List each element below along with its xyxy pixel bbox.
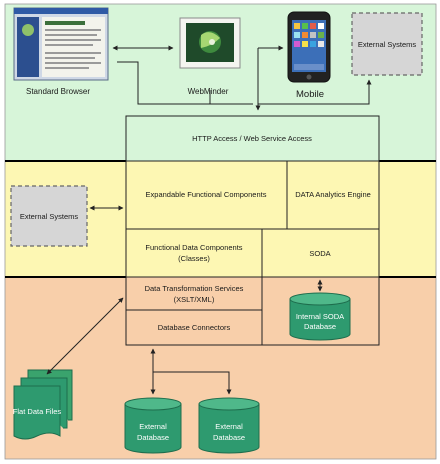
http-access-label: HTTP Access / Web Service Access (192, 134, 312, 143)
data-transformation-box (125, 276, 263, 311)
analytics-engine-label: DATA Analytics Engine (295, 190, 371, 199)
database-connectors-label: Database Connectors (158, 323, 231, 332)
functional-data-label-1: Functional Data Components (145, 243, 242, 252)
external-database-2-icon (198, 397, 260, 454)
external-database-1-label-2: Database (137, 433, 169, 442)
functional-data-box (125, 228, 263, 278)
expandable-components-box (125, 160, 288, 230)
data-transformation-label-1: Data Transformation Services (145, 284, 244, 293)
client-connectors (112, 45, 372, 111)
standard-browser-icon (13, 7, 109, 81)
internal-soda-label-1: Internal SODA (296, 312, 344, 321)
functional-data-label-2: (Classes) (178, 254, 210, 263)
flat-data-files-icon (13, 369, 73, 440)
expandable-components-label: Expandable Functional Components (146, 190, 267, 199)
data-transformation-label-2: (XSLT/XML) (174, 295, 215, 304)
mobile-phone-icon (287, 11, 331, 83)
external-database-2-label-2: Database (213, 433, 245, 442)
soda-label: SODA (309, 249, 330, 258)
external-database-1-label-1: External (139, 422, 167, 431)
standard-browser-label: Standard Browser (26, 87, 90, 96)
external-systems-top-label: External Systems (358, 40, 417, 49)
webminder-label: WebMinder (188, 87, 229, 96)
external-systems-top-box (351, 12, 423, 76)
external-systems-left-box (10, 185, 88, 247)
external-database-1-icon (124, 397, 182, 454)
flat-files-connector (46, 297, 124, 375)
external-systems-left-label: External Systems (20, 212, 79, 221)
mobile-label: Mobile (296, 89, 324, 100)
webminder-icon (179, 17, 241, 69)
database-connectors-box (125, 309, 263, 346)
internal-soda-database-icon (289, 292, 351, 341)
soda-box (261, 228, 380, 278)
flat-data-files-label: Flat Data Files (13, 407, 62, 416)
external-database-2-label-1: External (215, 422, 243, 431)
internal-soda-label-2: Database (304, 322, 336, 331)
database-connectors-links (150, 348, 232, 395)
http-access-box (125, 115, 380, 162)
analytics-engine-box (286, 160, 380, 230)
